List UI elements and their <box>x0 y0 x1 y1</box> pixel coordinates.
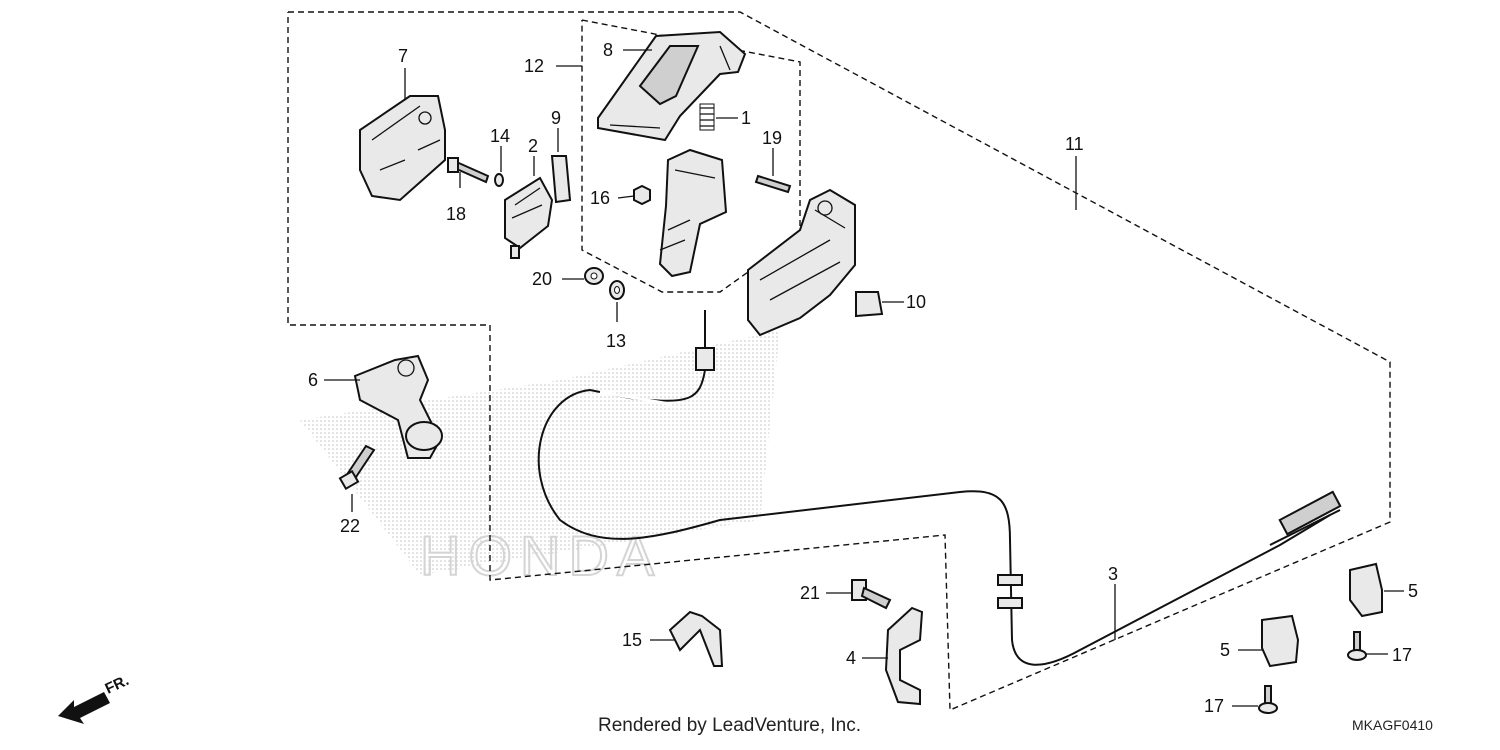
callout-3: 3 <box>1108 564 1118 584</box>
assembly-boundary <box>287 11 1391 712</box>
front-label: FR. <box>103 672 132 698</box>
svg-text:HONDA: HONDA <box>420 524 662 587</box>
callout-21: 21 <box>800 583 820 603</box>
part-6-bracket <box>353 354 443 459</box>
leader-lines <box>324 49 1404 707</box>
callout-12: 12 <box>524 56 544 76</box>
callout-5-upper: 5 <box>1408 581 1418 601</box>
part-11-housing <box>747 188 856 337</box>
callout-13: 13 <box>606 331 626 351</box>
part-18-screw <box>447 157 490 184</box>
callout-17-lower: 17 <box>1204 696 1224 716</box>
part-19-pin <box>754 174 792 194</box>
callout-1: 1 <box>741 108 751 128</box>
part-5-clip-lower <box>1261 614 1300 668</box>
part-10-clip <box>855 291 884 318</box>
part-15-clamp <box>668 610 724 667</box>
callout-6: 6 <box>308 370 318 390</box>
callout-8: 8 <box>603 40 613 60</box>
callout-labels: 7 8 12 9 1 14 2 19 11 16 18 20 10 13 6 2… <box>308 40 1418 716</box>
part-20-washer <box>584 267 604 285</box>
front-arrow-icon <box>58 692 110 724</box>
part-12-lever-assembly <box>658 148 728 278</box>
rendered-by-text: Rendered by LeadVenture, Inc. <box>598 715 861 736</box>
part-17-screw-upper <box>1347 631 1367 661</box>
callout-9: 9 <box>551 108 561 128</box>
part-3-cable <box>537 310 1342 666</box>
part-5-clip-upper <box>1349 562 1383 618</box>
callout-14: 14 <box>490 126 510 146</box>
callout-16: 16 <box>590 188 610 208</box>
part-2-switch <box>504 176 554 259</box>
part-16-nut <box>633 184 651 206</box>
part-9-clip <box>550 155 572 204</box>
part-7-handle-housing <box>359 95 446 202</box>
callout-22: 22 <box>340 516 360 536</box>
callout-19: 19 <box>762 128 782 148</box>
callout-4: 4 <box>846 648 856 668</box>
front-direction-indicator: FR. <box>58 672 132 724</box>
diagram-code: MKAGF0410 <box>1352 717 1433 733</box>
callout-20: 20 <box>532 269 552 289</box>
part-13-washer <box>609 280 625 300</box>
part-14-washer <box>494 173 504 187</box>
callout-5-lower: 5 <box>1220 640 1230 660</box>
callout-17-upper: 17 <box>1392 645 1412 665</box>
part-8-lever-cover <box>597 30 747 142</box>
callout-10: 10 <box>906 292 926 312</box>
callout-7: 7 <box>398 46 408 66</box>
callout-18: 18 <box>446 204 466 224</box>
part-1-spring <box>699 103 715 131</box>
part-21-bolt <box>851 579 892 610</box>
part-4-bracket <box>884 606 924 706</box>
part-17-screw-lower <box>1258 685 1278 714</box>
part-22-bolt <box>338 444 376 491</box>
honda-watermark: HONDA <box>300 330 780 588</box>
callout-11: 11 <box>1065 134 1084 154</box>
callout-2: 2 <box>528 136 538 156</box>
callout-15: 15 <box>622 630 642 650</box>
